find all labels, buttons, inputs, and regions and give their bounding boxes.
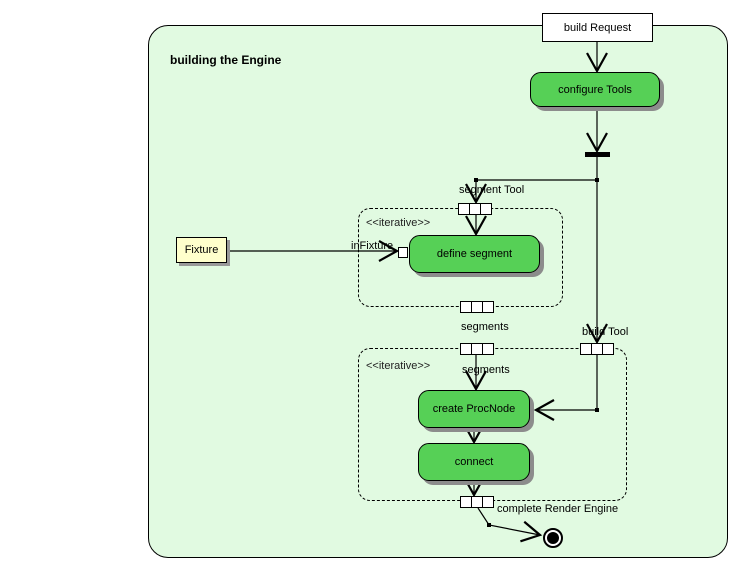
note-label: Fixture — [184, 244, 219, 256]
expansion-node-segments-in[interactable] — [460, 343, 494, 355]
object-node-build-request[interactable]: build Request — [542, 13, 653, 42]
action-define-segment[interactable]: define segment — [409, 235, 540, 273]
pin-cell — [602, 343, 614, 355]
object-node-label: build Request — [563, 21, 632, 34]
note-fixture[interactable]: Fixture — [176, 237, 227, 263]
expansion-node-segments-out[interactable] — [460, 301, 494, 313]
fork-bar[interactable] — [585, 152, 610, 157]
label-build-tool: build Tool — [582, 326, 629, 338]
input-pin-infixture[interactable] — [398, 247, 408, 258]
pin-cell — [482, 301, 494, 313]
activity-final-node[interactable] — [543, 528, 563, 548]
action-label: connect — [454, 456, 494, 468]
pin-cell — [482, 343, 494, 355]
iterative-stereotype-label: <<iterative>> — [366, 217, 431, 229]
expansion-node-result[interactable] — [460, 496, 494, 508]
label-segment-tool: segment Tool — [459, 184, 525, 196]
action-label: create ProcNode — [432, 403, 516, 415]
activity-final-dot — [547, 532, 559, 544]
label-segments-in: segments — [462, 364, 510, 376]
expansion-node-build-tool[interactable] — [580, 343, 614, 355]
pin-cell — [480, 203, 492, 215]
label-complete-render-engine: complete Render Engine — [497, 503, 619, 515]
action-configure-tools[interactable]: configure Tools — [530, 72, 660, 107]
label-infixture: inFixture — [351, 240, 394, 252]
action-label: define segment — [436, 248, 513, 260]
expansion-node-segment-tool[interactable] — [458, 203, 492, 215]
pin-cell — [482, 496, 494, 508]
action-label: configure Tools — [558, 83, 632, 96]
action-create-procnode[interactable]: create ProcNode — [418, 390, 530, 428]
action-connect[interactable]: connect — [418, 443, 530, 481]
activity-frame-title: building the Engine — [170, 53, 282, 67]
label-segments-out: segments — [461, 321, 509, 333]
iterative-stereotype-label: <<iterative>> — [366, 360, 431, 372]
